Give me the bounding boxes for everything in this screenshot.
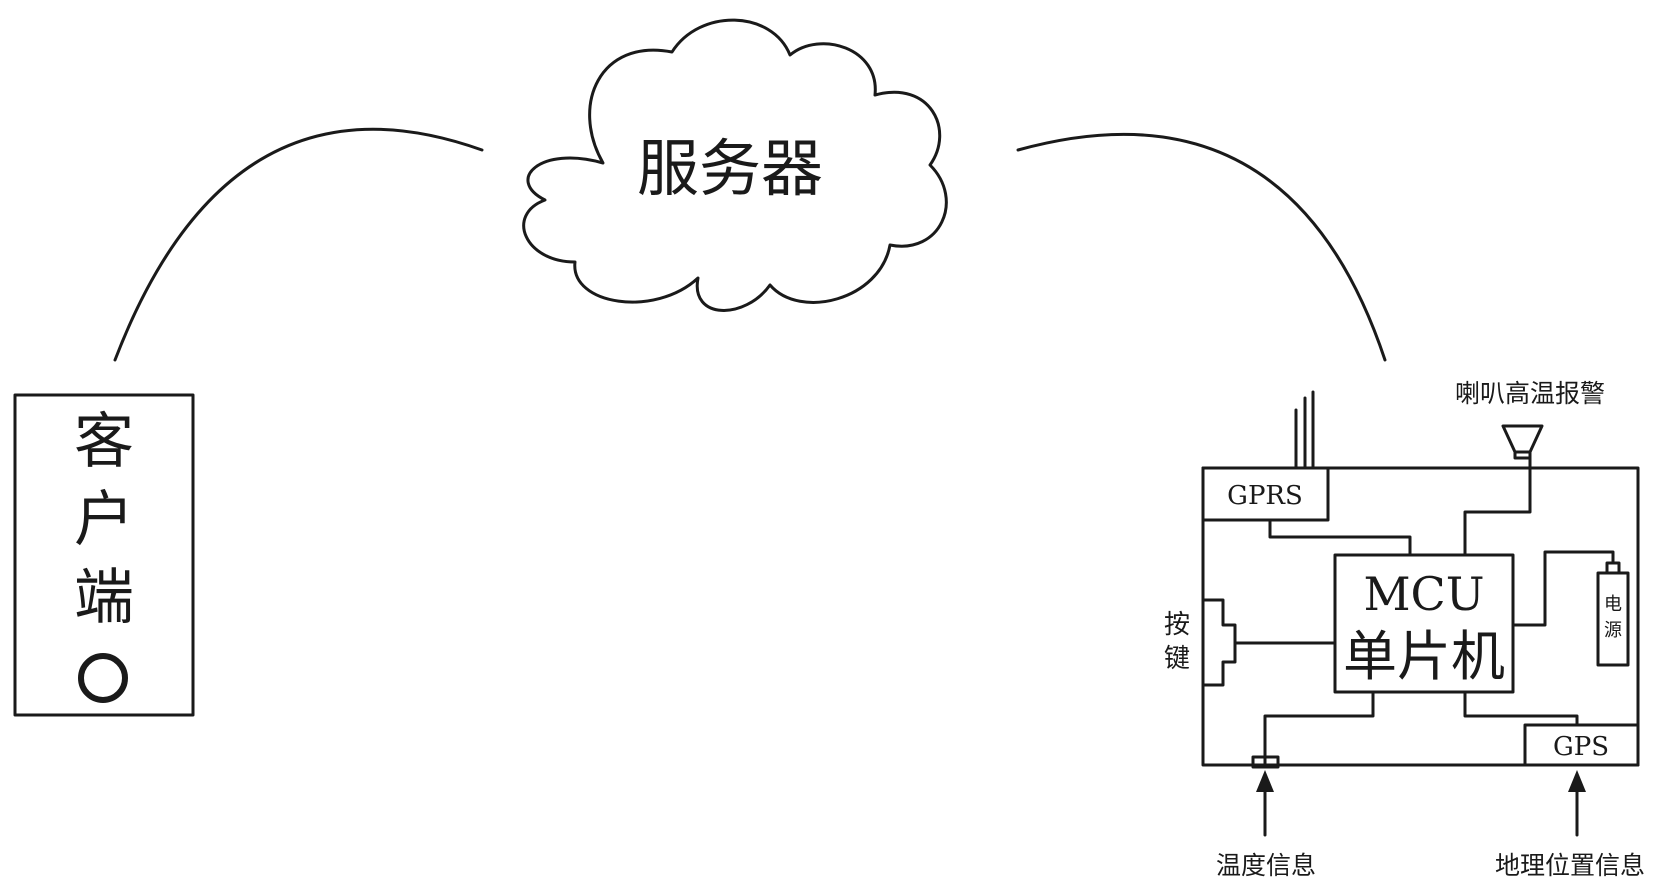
power-label-char-2: 源: [1604, 620, 1622, 641]
geo-label: 地理位置信息: [1495, 851, 1645, 880]
key-label-char-2: 键: [1164, 644, 1190, 674]
wire-mcu-gps: [1463, 690, 1579, 727]
mcu-label: MCU: [1363, 567, 1484, 621]
wire-mcu-speaker: [1463, 456, 1532, 557]
client-indicator-ring: [78, 653, 128, 703]
gps-label: GPS: [1553, 732, 1609, 762]
client-box: [13, 393, 195, 717]
gprs-label: GPRS: [1227, 481, 1303, 511]
client-label-char-1: 客: [74, 407, 134, 477]
gprs-module: [1201, 466, 1330, 522]
temp-label: 温度信息: [1216, 851, 1316, 880]
power-label-char-1: 电: [1604, 594, 1622, 615]
client-label-char-3: 端: [74, 563, 134, 633]
wire-gprs-mcu: [1268, 518, 1412, 557]
power-battery: [1596, 571, 1630, 667]
temp-arrow-head: [1256, 770, 1274, 792]
speaker-label: 喇叭高温报警: [1455, 379, 1605, 408]
client-label-char-2: 户: [74, 485, 134, 555]
gps-module: [1523, 723, 1640, 767]
key-label-char-1: 按: [1164, 610, 1190, 640]
speaker-base: [1513, 450, 1532, 460]
device-board: [1201, 466, 1640, 767]
speaker-icon: [1501, 424, 1544, 454]
server-label: 服务器: [637, 132, 823, 205]
mcu-cn-label: 单片机: [1343, 625, 1505, 688]
server-cloud-shape: [522, 18, 948, 312]
device-server-link: [1016, 132, 1387, 362]
client-server-link: [113, 127, 484, 362]
geo-arrow-head: [1568, 770, 1586, 792]
wire-mcu-power: [1511, 550, 1615, 627]
wire-mcu-temp: [1263, 690, 1375, 759]
key-switch: [1201, 598, 1237, 687]
